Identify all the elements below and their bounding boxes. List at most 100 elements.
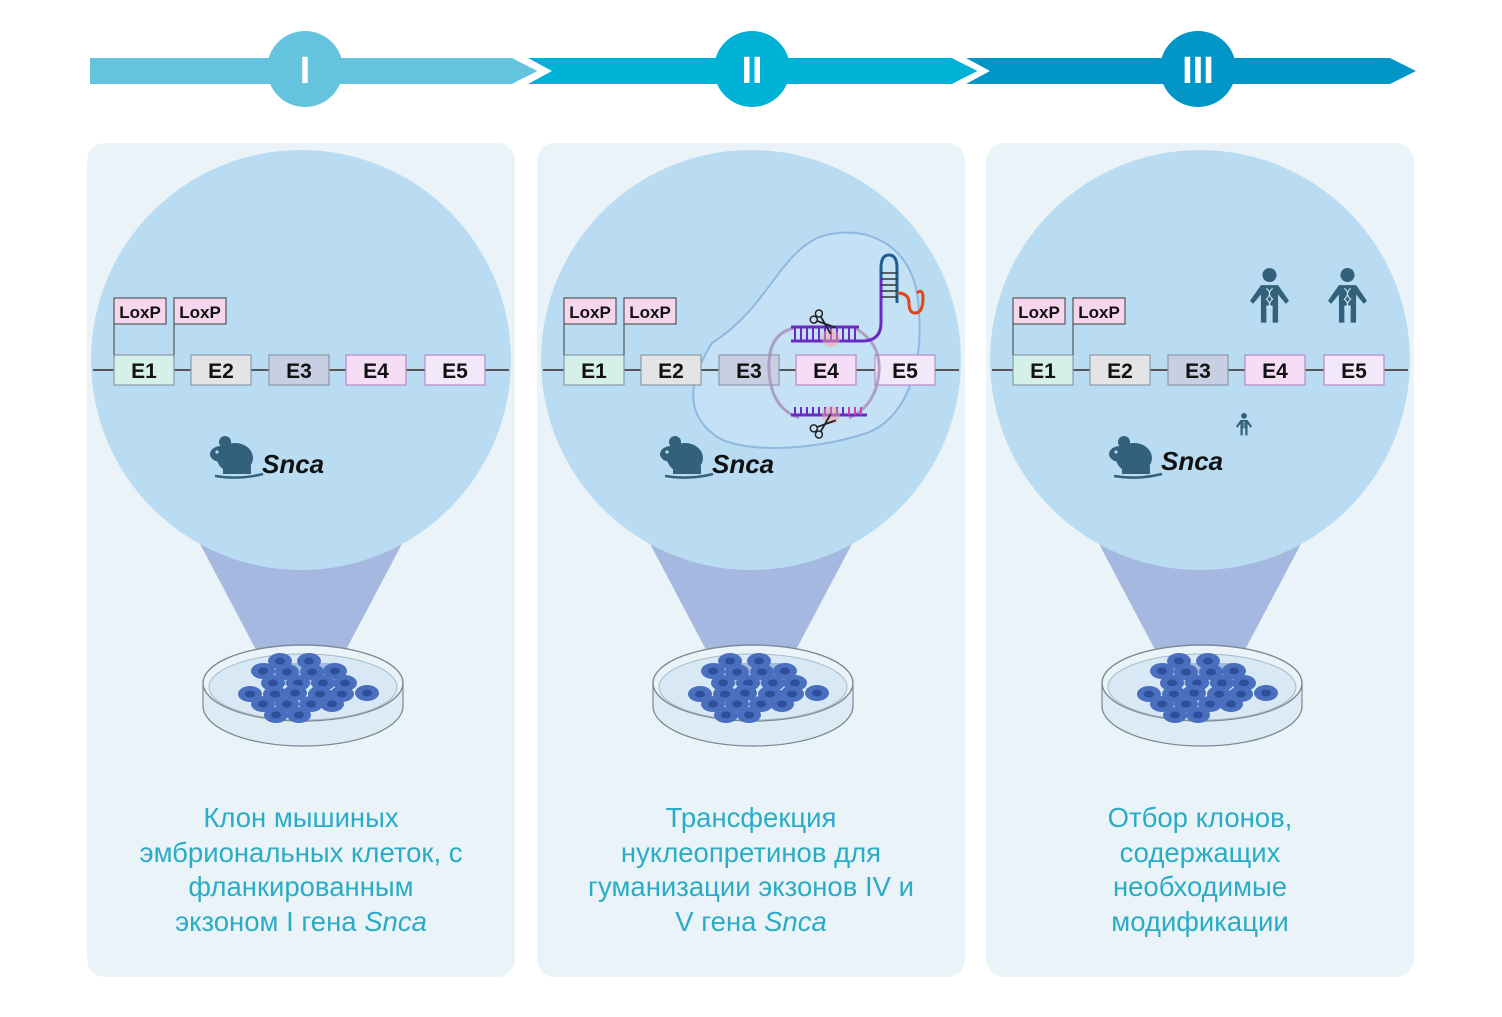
exon-label: E2 <box>208 360 234 383</box>
mouse-icon <box>660 436 714 479</box>
exon-E4: E4 <box>795 354 857 386</box>
exon-E2: E2 <box>640 354 702 386</box>
scissors-icon <box>809 309 837 335</box>
loxp-label: LoxP <box>1078 303 1120 322</box>
zoom-illustration: E1 E2 E3 E4 E5 LoxP LoxP Snca <box>990 150 1410 747</box>
step-numeral-2: II <box>741 50 762 92</box>
exon-E2: E2 <box>190 354 252 386</box>
exon-label: E5 <box>442 360 468 383</box>
human-dna-icon <box>1328 268 1367 323</box>
exon-E4: E4 <box>345 354 407 386</box>
cell <box>1198 696 1222 712</box>
step-numeral-3: III <box>1182 50 1214 92</box>
exon-label: E5 <box>1341 360 1367 383</box>
exon-E1: E1 <box>113 354 175 386</box>
caption-line: гуманизации экзонов IV и <box>588 871 914 902</box>
cell <box>320 696 344 712</box>
gene-name-label: Snca <box>712 449 774 479</box>
crispr-cas9-complex <box>767 253 925 439</box>
loxp-site: LoxP <box>563 297 617 325</box>
loxp-site: LoxP <box>623 297 677 325</box>
exon-label: E1 <box>581 360 607 383</box>
exon-label: E4 <box>813 360 839 383</box>
exon-E1: E1 <box>1012 354 1074 386</box>
step-marker-2: II <box>714 31 790 107</box>
cell <box>1150 663 1174 679</box>
mouse-icon <box>1109 436 1163 479</box>
petri-dish-icon <box>1101 644 1303 747</box>
step-numeral-1: I <box>300 50 311 92</box>
exon-label: E4 <box>363 360 389 383</box>
caption-line: содержащих <box>1119 836 1281 868</box>
exon-E3: E3 <box>268 354 330 386</box>
cell <box>770 696 794 712</box>
cell <box>299 696 323 712</box>
loxp-label: LoxP <box>569 303 611 322</box>
zoom-illustration: E1 E2 E3 E4 E5 LoxP LoxP Snca <box>541 150 961 747</box>
cell <box>1186 707 1210 723</box>
human-dna-icon <box>1236 413 1252 436</box>
process-timeline: I II III <box>90 31 1416 107</box>
cell <box>287 707 311 723</box>
cell <box>805 685 829 701</box>
human-dna-icon <box>1250 268 1289 323</box>
caption-gene-italic: Snca <box>364 905 427 937</box>
cell <box>264 707 288 723</box>
mouse-icon <box>210 436 264 479</box>
loxp-site: LoxP <box>1072 297 1126 325</box>
cell <box>749 696 773 712</box>
exon-label: E3 <box>1185 360 1211 383</box>
exon-label: E3 <box>736 360 762 383</box>
exon-label: E2 <box>1107 360 1133 383</box>
step-marker-3: III <box>1160 31 1236 107</box>
cell <box>701 696 725 712</box>
loxp-label: LoxP <box>119 303 161 322</box>
caption-line: Трансфекция <box>665 802 837 833</box>
exon-E1: E1 <box>563 354 625 386</box>
caption-line: необходимые <box>1112 871 1288 902</box>
cell <box>1254 685 1278 701</box>
loxp-label: LoxP <box>629 303 671 322</box>
exon-label: E4 <box>1262 360 1288 383</box>
caption-gene-italic: Snca <box>764 905 827 937</box>
step-marker-1: I <box>267 31 343 107</box>
exon-label: E2 <box>658 360 684 383</box>
caption-line: фланкированным <box>188 871 414 902</box>
exon-E5: E5 <box>1323 354 1385 386</box>
cell <box>355 685 379 701</box>
gene-name-label: Snca <box>1161 446 1223 476</box>
cell <box>323 663 347 679</box>
exon-E4: E4 <box>1244 354 1306 386</box>
cell <box>773 663 797 679</box>
cell <box>714 707 738 723</box>
loxp-site: LoxP <box>173 297 227 325</box>
petri-dish-icon <box>202 644 404 747</box>
cell <box>701 663 725 679</box>
exon-E5: E5 <box>874 354 936 386</box>
caption-line: экзоном I гена Snca <box>175 905 427 937</box>
loxp-label: LoxP <box>1018 303 1060 322</box>
cell <box>1163 707 1187 723</box>
caption-line: нуклеопретинов для <box>620 836 882 868</box>
gene-name-label: Snca <box>262 449 324 479</box>
exon-label: E5 <box>892 360 918 383</box>
exon-label: E3 <box>286 360 312 383</box>
caption-line: Клон мышиных <box>203 802 399 833</box>
caption-line: эмбриональных клеток, с <box>139 836 463 868</box>
cell <box>251 696 275 712</box>
loxp-site: LoxP <box>1012 297 1066 325</box>
loxp-site: LoxP <box>113 297 167 325</box>
caption-line: Отбор клонов, <box>1107 802 1293 833</box>
exon-label: E1 <box>1030 360 1056 383</box>
exon-E3: E3 <box>1167 354 1229 386</box>
cell <box>251 663 275 679</box>
exon-label: E1 <box>131 360 157 383</box>
loxp-label: LoxP <box>179 303 221 322</box>
exon-E2: E2 <box>1089 354 1151 386</box>
